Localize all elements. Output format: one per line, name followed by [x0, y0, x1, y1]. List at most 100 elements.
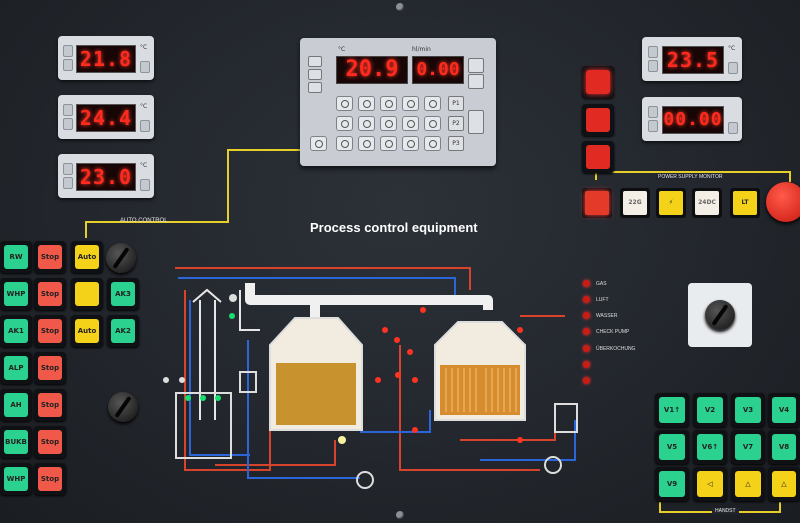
ak1-button[interactable]: AK1: [0, 315, 32, 347]
down-button[interactable]: [63, 118, 73, 130]
program-key[interactable]: [424, 116, 441, 131]
down-button[interactable]: [648, 120, 658, 132]
program-key[interactable]: [358, 96, 375, 111]
program-key[interactable]: [402, 136, 419, 151]
ah-button[interactable]: AH: [0, 389, 32, 421]
whp2-stop-button[interactable]: Stop: [34, 463, 66, 495]
power-tile-lt[interactable]: LT: [730, 188, 760, 218]
program-key[interactable]: [336, 136, 353, 151]
set-button[interactable]: [728, 122, 738, 134]
screw-icon: [396, 3, 404, 11]
v9-button[interactable]: V9: [655, 467, 689, 501]
function-key[interactable]: [310, 136, 327, 151]
mode-key[interactable]: [308, 69, 322, 80]
display-key[interactable]: [468, 74, 484, 89]
emergency-stop-button[interactable]: [766, 182, 800, 222]
pump-button[interactable]: △: [731, 467, 765, 501]
up-arrow-key[interactable]: [468, 110, 484, 134]
rw-button[interactable]: RW: [0, 241, 32, 273]
unit-label: °C: [140, 162, 148, 169]
display-key[interactable]: [468, 58, 484, 73]
rw-stop-button[interactable]: Stop: [34, 241, 66, 273]
p2-key[interactable]: P2: [448, 116, 464, 131]
ak3-button[interactable]: AK3: [107, 278, 139, 310]
ak1-stop-button[interactable]: Stop: [34, 315, 66, 347]
v8-button[interactable]: V8: [768, 430, 800, 464]
bukb-button[interactable]: BUKB: [0, 426, 32, 458]
flow-controller: 00.00: [642, 97, 742, 141]
overboil-indicator: [583, 345, 590, 352]
power-tile-lightning[interactable]: ⚡: [656, 188, 686, 218]
wasser-indicator: [583, 312, 590, 319]
up-button[interactable]: [63, 163, 73, 175]
unit-label: °C: [140, 44, 148, 51]
p1-key[interactable]: P1: [448, 96, 464, 111]
alarm-button[interactable]: [582, 141, 614, 173]
alp-stop-button[interactable]: Stop: [34, 352, 66, 384]
selector-knob[interactable]: [108, 392, 138, 422]
alarm-button[interactable]: [582, 104, 614, 136]
auto-button-1[interactable]: Auto: [71, 241, 103, 273]
program-key[interactable]: [402, 96, 419, 111]
program-key[interactable]: [380, 136, 397, 151]
program-key[interactable]: [424, 96, 441, 111]
v3-button[interactable]: V3: [731, 393, 765, 427]
v6-button[interactable]: V6↑: [693, 430, 727, 464]
up-button[interactable]: [63, 45, 73, 57]
temp-display-4: 23.5: [662, 46, 724, 74]
power-tile-22g[interactable]: 22G: [620, 188, 650, 218]
power-tile-24dc[interactable]: 24DC: [692, 188, 722, 218]
check-pump-label: CHECK PUMP: [596, 329, 630, 335]
v1-button[interactable]: V1↑: [655, 393, 689, 427]
whp-stop-button[interactable]: Stop: [34, 278, 66, 310]
up-button[interactable]: [648, 46, 658, 58]
program-key[interactable]: [358, 116, 375, 131]
v7-button[interactable]: V7: [731, 430, 765, 464]
main-unit2: hl/min: [412, 46, 431, 53]
pump-button[interactable]: ◁: [693, 467, 727, 501]
ah-stop-button[interactable]: Stop: [34, 389, 66, 421]
down-button[interactable]: [63, 177, 73, 189]
rotary-selector[interactable]: [688, 283, 752, 347]
program-key[interactable]: [402, 116, 419, 131]
set-button[interactable]: [140, 179, 150, 191]
overboil-label: ÜBERKOCHUNG: [596, 346, 636, 352]
bukb-stop-button[interactable]: Stop: [34, 426, 66, 458]
whp2-button[interactable]: WHP: [0, 463, 32, 495]
set-button[interactable]: [728, 62, 738, 74]
main-process-controller: °C hl/min 20.9 0.00 P1 P2 P3: [300, 38, 496, 166]
main-flow-display: 0.00: [412, 56, 464, 84]
main-temp-display: 20.9: [336, 56, 408, 84]
auto-button-2[interactable]: [71, 278, 103, 310]
program-key[interactable]: [336, 96, 353, 111]
v5-button[interactable]: V5: [655, 430, 689, 464]
program-key[interactable]: [424, 136, 441, 151]
p3-key[interactable]: P3: [448, 136, 464, 151]
up-button[interactable]: [63, 104, 73, 116]
alarm-button[interactable]: [582, 66, 614, 98]
ak2-button[interactable]: AK2: [107, 315, 139, 347]
temp-display-2: 24.4: [76, 104, 136, 132]
auto-button-3[interactable]: Auto: [71, 315, 103, 347]
mode-key[interactable]: [308, 82, 322, 93]
program-key[interactable]: [336, 116, 353, 131]
v4-button[interactable]: V4: [768, 393, 800, 427]
set-button[interactable]: [140, 61, 150, 73]
program-key[interactable]: [358, 136, 375, 151]
mode-key[interactable]: [308, 56, 322, 67]
v2-button[interactable]: V2: [693, 393, 727, 427]
alp-button[interactable]: ALP: [0, 352, 32, 384]
selector-knob[interactable]: [106, 243, 136, 273]
program-key[interactable]: [380, 96, 397, 111]
down-button[interactable]: [63, 59, 73, 71]
temp-controller-1: 21.8 °C: [58, 36, 154, 80]
pump-icon: △: [772, 471, 796, 497]
whp-button[interactable]: WHP: [0, 278, 32, 310]
down-button[interactable]: [648, 60, 658, 72]
power-tile-alarm[interactable]: [582, 188, 612, 218]
pump-button[interactable]: △: [768, 467, 800, 501]
program-key[interactable]: [380, 116, 397, 131]
up-button[interactable]: [648, 106, 658, 118]
set-button[interactable]: [140, 120, 150, 132]
